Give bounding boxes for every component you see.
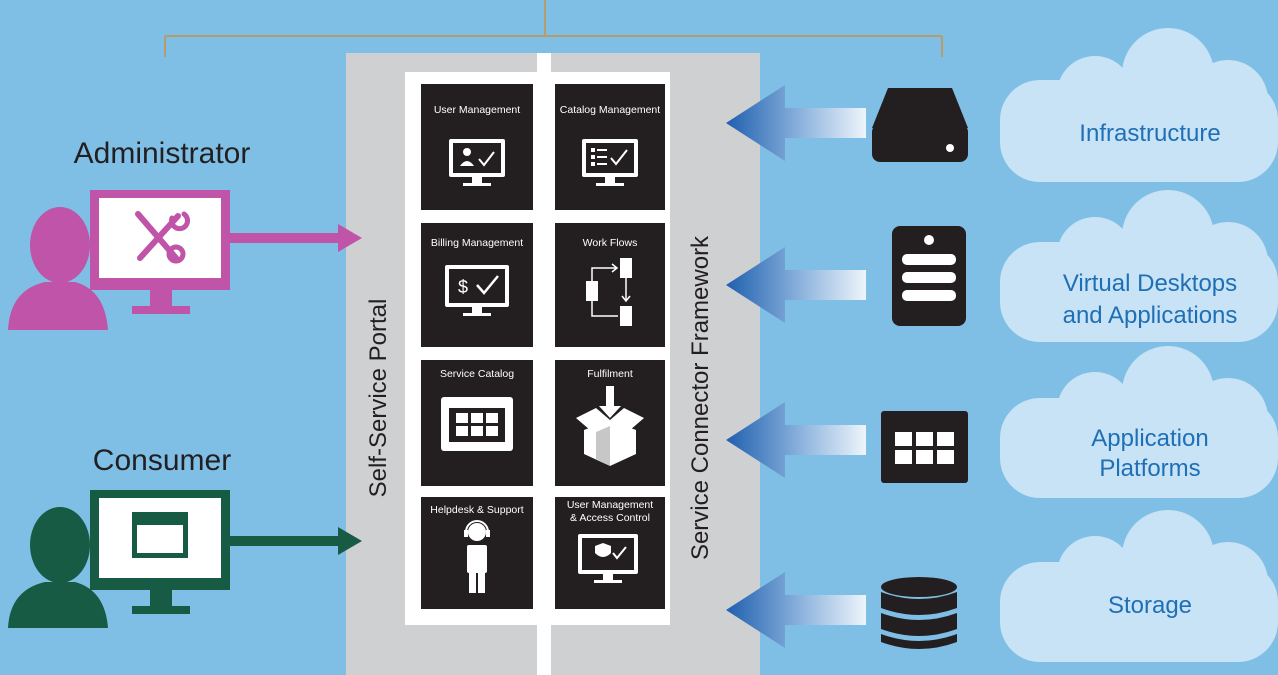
svg-text:$: $	[458, 277, 468, 297]
tile-label: User Management	[434, 104, 520, 116]
connector-label: Service Connector Framework	[687, 235, 714, 560]
administrator-arrow	[230, 224, 362, 252]
tile-billing-management[interactable]: Billing Management $	[421, 223, 533, 347]
tools-icon	[135, 211, 190, 264]
list-check-monitor-icon	[582, 139, 638, 186]
tile-label: Helpdesk & Support	[430, 504, 523, 516]
administrator-figure	[8, 190, 230, 330]
tile-helpdesk[interactable]: Helpdesk & Support	[421, 497, 533, 609]
portal-divider	[537, 53, 551, 675]
hard-drive-icon	[872, 88, 968, 162]
consumer-monitor	[90, 490, 230, 614]
server-tower-icon	[892, 226, 966, 326]
tile-catalog-management[interactable]: Catalog Management	[555, 84, 665, 210]
browser-window-icon	[132, 512, 188, 558]
cloud-label-application-platforms-line2: Platforms	[1099, 455, 1200, 482]
tile-label: Billing Management	[431, 237, 523, 249]
tile-label: Service Catalog	[440, 368, 514, 380]
tile-access-control[interactable]: User Management & Access Control	[555, 497, 665, 609]
cloud-infrastructure	[1000, 28, 1278, 182]
person-icon	[8, 507, 108, 628]
top-bracket	[164, 0, 943, 57]
cloud-label-virtual-desktops-line2: and Applications	[1063, 302, 1238, 329]
tile-user-management[interactable]: User Management	[421, 84, 533, 210]
tile-label: Fulfilment	[587, 368, 633, 380]
tile-label-line2: & Access Control	[570, 512, 650, 524]
cloud-label-virtual-desktops-line1: Virtual Desktops	[1063, 270, 1237, 297]
tile-label-line1: User Management	[567, 499, 653, 511]
arrow-storage	[726, 572, 866, 648]
person-icon	[8, 207, 108, 330]
dollar-check-monitor-icon: $	[445, 265, 509, 316]
cloud-label-application-platforms-line1: Application	[1091, 425, 1208, 452]
portal-label: Self-Service Portal	[365, 299, 392, 498]
cloud-label-storage: Storage	[1108, 592, 1192, 619]
tile-service-catalog[interactable]: Service Catalog	[421, 360, 533, 486]
tile-work-flows[interactable]: Work Flows	[555, 223, 665, 347]
cloud-label-infrastructure: Infrastructure	[1079, 120, 1220, 147]
cloud-application-platforms	[1000, 346, 1278, 498]
app-grid-icon	[881, 411, 968, 483]
cloud-storage	[1000, 510, 1278, 662]
arrow-application-platforms	[726, 402, 866, 478]
shield-check-monitor-icon	[578, 534, 638, 583]
box-arrow-icon	[576, 386, 644, 466]
workflow-documents-icon	[586, 258, 632, 326]
tile-label: Work Flows	[583, 237, 638, 249]
headset-person-icon	[464, 520, 490, 593]
administrator-monitor	[90, 190, 230, 314]
user-check-monitor-icon	[449, 139, 505, 186]
database-icon	[881, 577, 957, 649]
cloud-virtual-desktops	[1000, 190, 1278, 342]
consumer-label: Consumer	[93, 444, 231, 477]
tile-label: Catalog Management	[560, 104, 660, 116]
arrow-infrastructure	[726, 85, 866, 161]
administrator-label: Administrator	[74, 137, 251, 170]
consumer-figure	[8, 490, 230, 628]
arrow-virtual-desktops	[726, 247, 866, 323]
tile-fulfilment[interactable]: Fulfilment	[555, 360, 665, 486]
consumer-arrow	[230, 527, 362, 555]
grid-tablet-icon	[441, 397, 513, 451]
